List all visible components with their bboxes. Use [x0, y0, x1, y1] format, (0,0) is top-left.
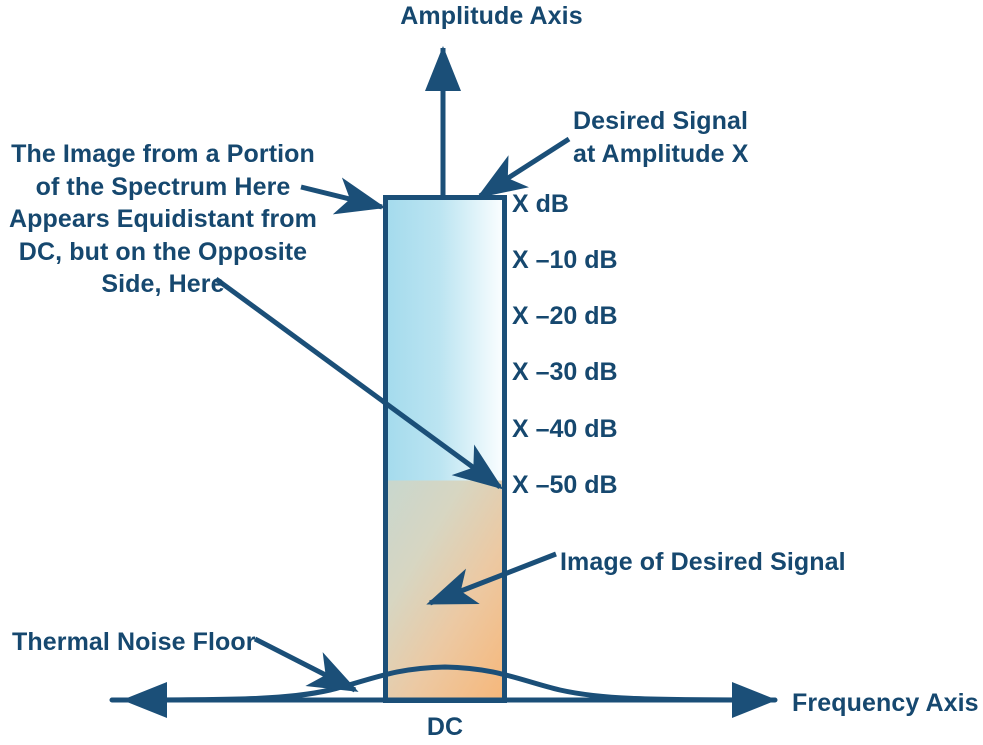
- dc-origin-label: DC: [426, 713, 464, 741]
- image-portion-leader-long: [214, 276, 504, 490]
- scale-label-2: X –20 dB: [512, 302, 618, 330]
- annotation-thermal-noise-floor: Thermal Noise Floor: [12, 628, 256, 656]
- image-portion-leader-short: [300, 177, 386, 215]
- scale-label-1: X –10 dB: [512, 246, 618, 274]
- frequency-axis-label: Frequency Axis: [792, 689, 979, 717]
- thermal-noise-curve: [109, 664, 778, 703]
- scale-label-3: X –30 dB: [512, 358, 618, 386]
- annotation-image-of-desired-signal: Image of Desired Signal: [560, 548, 846, 576]
- image-of-desired-leader: [426, 551, 557, 606]
- scale-label-0: X dB: [512, 190, 569, 218]
- amplitude-axis-title: Amplitude Axis: [400, 2, 583, 30]
- annotation-image-portion: The Image from a Portion of the Spectrum…: [9, 140, 317, 298]
- desired-signal-band: [385, 197, 505, 481]
- thermal-noise-leader: [253, 636, 359, 693]
- annotation-desired-signal: Desired Signal at Amplitude X: [573, 107, 749, 168]
- scale-label-4: X –40 dB: [512, 415, 618, 443]
- desired-signal-leader: [476, 136, 571, 199]
- scale-label-5: X –50 dB: [512, 471, 618, 499]
